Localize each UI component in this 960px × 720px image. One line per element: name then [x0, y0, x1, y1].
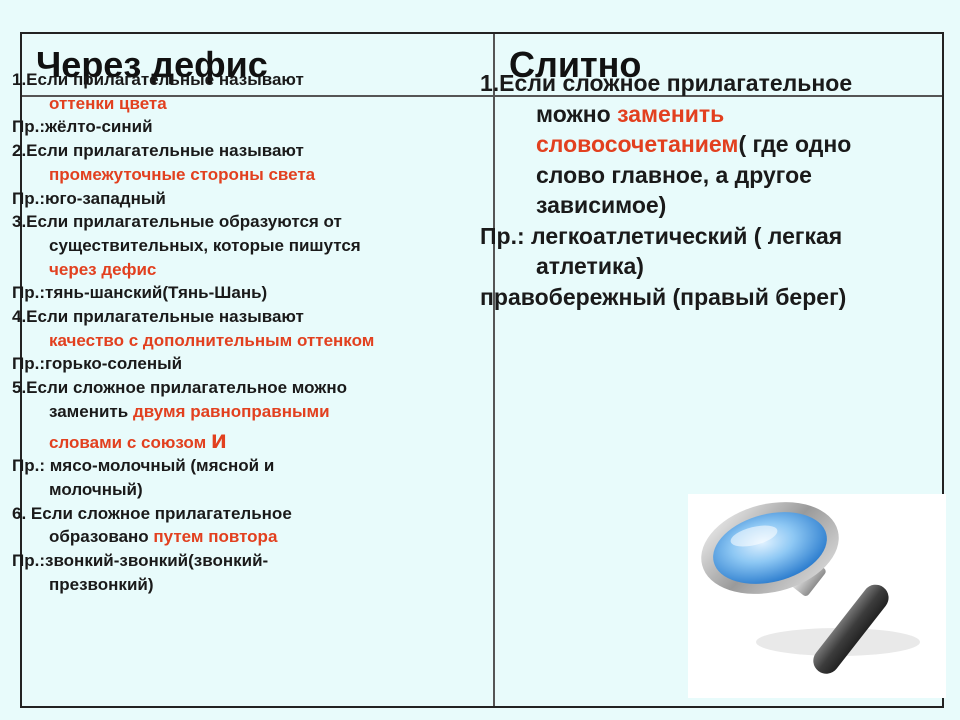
- solid-example-line-1: Пр.: легкоатлетический ( легкая: [480, 222, 843, 249]
- rule-4-highlight: качество с дополнительным оттенком: [49, 330, 375, 350]
- rule-5-line: 5.Если сложное прилагательное можно: [12, 378, 347, 398]
- example-5: Пр.: мясо-молочный (мясной и: [12, 456, 275, 476]
- example-1: Пр.:жёлто-синий: [12, 117, 153, 137]
- magnifying-glass-icon: [688, 494, 946, 698]
- rule-1-highlight: оттенки цвета: [49, 93, 167, 113]
- hyphen-rules: 1.Если прилагательные называют оттенки ц…: [12, 68, 462, 596]
- solid-rule-line-3: словосочетанием( где одно: [480, 129, 920, 160]
- rule-3-line-2: существительных, которые пишутся: [49, 235, 361, 255]
- header-solid: Слитно: [509, 43, 642, 85]
- example-6-cont: презвонкий): [49, 574, 154, 594]
- solid-example-line-2: атлетика): [536, 253, 644, 279]
- rule-2-highlight: промежуточные стороны света: [49, 164, 316, 184]
- example-3: Пр.:тянь-шанский(Тянь-Шань): [12, 283, 268, 303]
- rule-5-conjunction: и: [210, 423, 227, 454]
- solid-rule-line-4: слово главное, а другое: [536, 161, 812, 188]
- solid-rule-highlight: заменить: [617, 100, 725, 127]
- rule-6-highlight: путем повтора: [153, 527, 278, 547]
- rule-5-highlight-2: словами с союзом: [49, 432, 211, 452]
- rule-5-line-2: заменить двумя равноправными: [12, 400, 462, 424]
- rule-4-line: 4.Если прилагательные называют: [12, 307, 304, 327]
- rule-1-line: 1.Если прилагательные называют: [12, 70, 304, 89]
- solid-example-line-3: правобережный (правый берег): [480, 283, 847, 310]
- header-divider: [22, 95, 942, 97]
- rule-5-line-3: словами с союзом и: [12, 426, 462, 455]
- example-5-cont: молочный): [49, 479, 143, 499]
- rules-table: Через дефис Слитно: [20, 32, 944, 708]
- example-6: Пр.:звонкий-звонкий(звонкий-: [12, 551, 269, 571]
- solid-rules: 1.Если сложное прилагательное можно заме…: [480, 68, 920, 312]
- rule-6-line-2: образовано путем повтора: [12, 525, 462, 549]
- rule-5-highlight: двумя равноправными: [132, 401, 330, 421]
- example-4: Пр.:горько-соленый: [12, 354, 183, 374]
- rule-5-plain: заменить: [49, 401, 133, 421]
- rule-3-line: 3.Если прилагательные образуются от: [12, 212, 342, 232]
- example-2: Пр.:юго-западный: [12, 188, 166, 208]
- solid-rule-plain: можно: [536, 100, 618, 127]
- solid-rule-line-2: можно заменить: [480, 99, 920, 130]
- solid-rule-line-1: 1.Если сложное прилагательное: [480, 70, 853, 96]
- rule-6-line: 6. Если сложное прилагательное: [12, 503, 292, 523]
- solid-rule-highlight-2: словосочетанием: [536, 131, 739, 157]
- column-divider: [493, 34, 495, 706]
- rule-2-line: 2.Если прилагательные называют: [12, 141, 304, 161]
- solid-rule-plain-2: ( где одно: [738, 131, 852, 157]
- solid-rule-line-5: зависимое): [536, 192, 667, 218]
- rule-6-plain: образовано: [49, 527, 154, 547]
- rule-3-highlight: через дефис: [49, 259, 157, 279]
- header-hyphenated: Через дефис: [36, 43, 268, 85]
